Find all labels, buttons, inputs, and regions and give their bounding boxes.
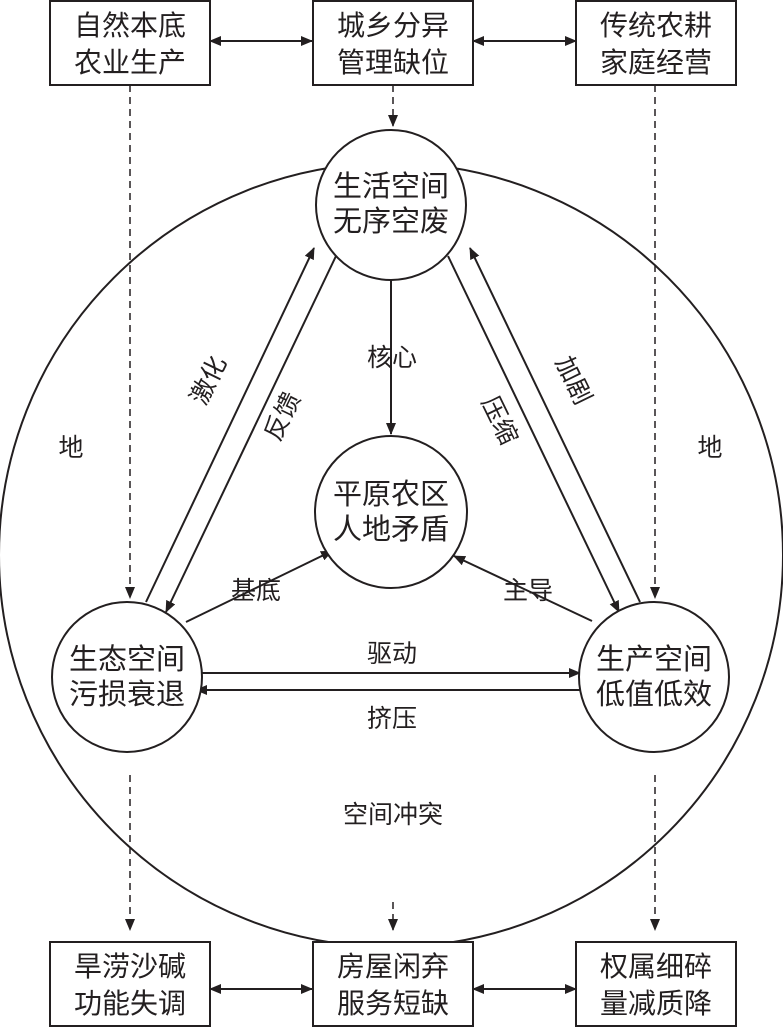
- label-feedback: 反馈: [258, 387, 306, 445]
- node-center: 平原农区 人地矛盾: [314, 435, 468, 589]
- node-production: 生产空间 低值低效: [578, 601, 730, 753]
- arrow-base: [185, 550, 333, 623]
- node-production-line1: 生产空间: [596, 642, 712, 676]
- arrow-dominant: [453, 555, 593, 622]
- arrow-compress: [447, 255, 620, 613]
- bottom-box-2-line2: 服务短缺: [337, 987, 449, 1020]
- label-aggravate: 加剧: [550, 351, 598, 409]
- node-living: 生活空间 无序空废: [315, 129, 467, 281]
- bottom-box-3: 权属细碎 量减质降: [575, 941, 737, 1027]
- label-outer-right: 地: [697, 433, 722, 462]
- node-ecological: 生态空间 污损衰退: [51, 601, 203, 753]
- node-center-line1: 平原农区: [333, 477, 449, 511]
- node-living-line2: 无序空废: [333, 204, 449, 238]
- label-squeeze: 挤压: [367, 704, 417, 733]
- top-box-1-line1: 自然本底: [74, 9, 186, 42]
- top-box-1: 自然本底 农业生产: [49, 0, 211, 86]
- label-base: 基底: [231, 576, 281, 605]
- label-drive: 驱动: [367, 639, 417, 668]
- label-dominant: 主导: [503, 576, 553, 605]
- arrow-aggravate: [469, 247, 641, 603]
- node-ecological-line2: 污损衰退: [69, 677, 185, 711]
- node-living-line1: 生活空间: [333, 169, 449, 203]
- label-space-conflict: 空间冲突: [343, 800, 443, 829]
- bottom-box-2: 房屋闲弃 服务短缺: [312, 941, 474, 1027]
- top-box-2-line1: 城乡分异: [337, 9, 449, 42]
- label-core: 核心: [367, 343, 417, 372]
- top-box-3-line2: 家庭经营: [600, 46, 712, 79]
- arrow-feedback: [165, 255, 337, 613]
- top-box-2: 城乡分异 管理缺位: [312, 0, 474, 86]
- top-box-2-line2: 管理缺位: [337, 46, 449, 79]
- bottom-box-3-line1: 权属细碎: [600, 950, 712, 983]
- node-production-line2: 低值低效: [596, 677, 712, 711]
- bottom-box-1-line2: 功能失调: [74, 987, 186, 1020]
- bottom-box-1-line1: 旱涝沙碱: [74, 950, 186, 983]
- top-box-3-line1: 传统农耕: [600, 9, 712, 42]
- top-box-3: 传统农耕 家庭经营: [575, 0, 737, 86]
- bottom-box-2-line1: 房屋闲弃: [337, 950, 449, 983]
- top-box-1-line2: 农业生产: [74, 46, 186, 79]
- label-outer-left: 地: [58, 433, 83, 462]
- bottom-box-1: 旱涝沙碱 功能失调: [49, 941, 211, 1027]
- arrow-intensify: [145, 247, 315, 603]
- label-intensify: 激化: [184, 351, 232, 409]
- node-center-line2: 人地矛盾: [333, 512, 449, 546]
- node-ecological-line1: 生态空间: [69, 642, 185, 676]
- bottom-box-3-line2: 量减质降: [600, 987, 712, 1020]
